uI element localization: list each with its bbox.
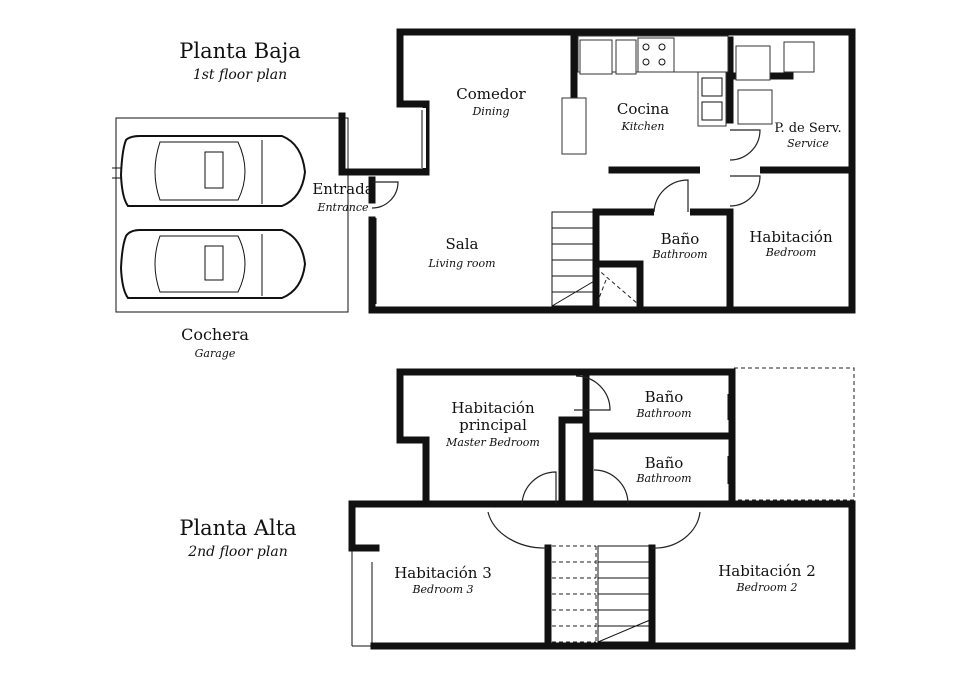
room-label-entrance: Entrance — [316, 201, 369, 214]
room-label-kitchen: Kitchen — [621, 120, 665, 133]
stairs-ground — [551, 211, 639, 307]
bedroom-door — [729, 175, 761, 207]
room-label-bano-2: Baño — [645, 454, 684, 472]
room-label-bedroom-3: Bedroom 3 — [411, 583, 473, 596]
room-label-bathroom-2: Bathroom — [635, 472, 691, 485]
bedroom2-door — [651, 511, 701, 549]
upper-floor-subtitle: 2nd floor plan — [187, 544, 287, 560]
bedroom3-door — [487, 511, 549, 549]
bathroom-door — [653, 179, 689, 213]
room-label-comedor: Comedor — [456, 85, 526, 103]
room-label-bano-1: Baño — [645, 388, 684, 406]
room-label-cocina: Cocina — [617, 100, 669, 118]
room-label-bano: Baño — [661, 230, 700, 248]
terrace-outline — [734, 367, 855, 501]
kitchen-island — [561, 97, 587, 155]
upper-floor-plan: Planta Alta 2nd floor plan Habitación pr… — [179, 367, 856, 650]
room-label-bathroom: Bathroom — [651, 248, 707, 261]
master-bath-door — [574, 375, 611, 411]
room-label-cochera: Cochera — [181, 325, 249, 344]
room-label-sala: Sala — [446, 235, 479, 253]
room-label-dining: Dining — [471, 105, 509, 118]
car-icon — [119, 229, 307, 299]
entrance-door — [371, 181, 399, 209]
bath-door — [593, 469, 629, 505]
room-label-bathroom-1: Bathroom — [635, 407, 691, 420]
room-label-habitacion: Habitación — [749, 228, 833, 246]
room-label-habitacion-principal-2: principal — [459, 416, 527, 434]
room-label-bedroom-2: Bedroom 2 — [735, 581, 797, 594]
room-label-habitacion-principal-1: Habitación — [451, 399, 535, 417]
room-label-living-room: Living room — [427, 257, 495, 270]
car-icon — [112, 135, 307, 207]
upper-exterior-walls — [348, 368, 856, 650]
room-label-habitacion-2: Habitación 2 — [718, 562, 816, 580]
upper-floor-title: Planta Alta — [179, 516, 296, 540]
ground-floor-subtitle: 1st floor plan — [193, 67, 287, 83]
master-door — [521, 471, 557, 505]
room-label-habitacion-3: Habitación 3 — [394, 564, 492, 582]
room-label-entrada: Entrada — [312, 180, 373, 198]
service-door — [729, 129, 761, 161]
garage-outline — [115, 117, 349, 313]
room-label-garage: Garage — [195, 347, 236, 360]
room-label-master-bedroom: Master Bedroom — [445, 436, 540, 449]
ground-floor-plan: Planta Baja 1st floor plan Comedor Dinin… — [112, 28, 856, 360]
ground-floor-title: Planta Baja — [179, 39, 301, 63]
room-label-service: Service — [787, 137, 829, 150]
room-label-servicio: P. de Serv. — [774, 121, 841, 136]
upper-interior-walls — [544, 368, 736, 650]
room-label-bedroom: Bedroom — [765, 246, 817, 259]
stairs-upper — [552, 545, 651, 643]
